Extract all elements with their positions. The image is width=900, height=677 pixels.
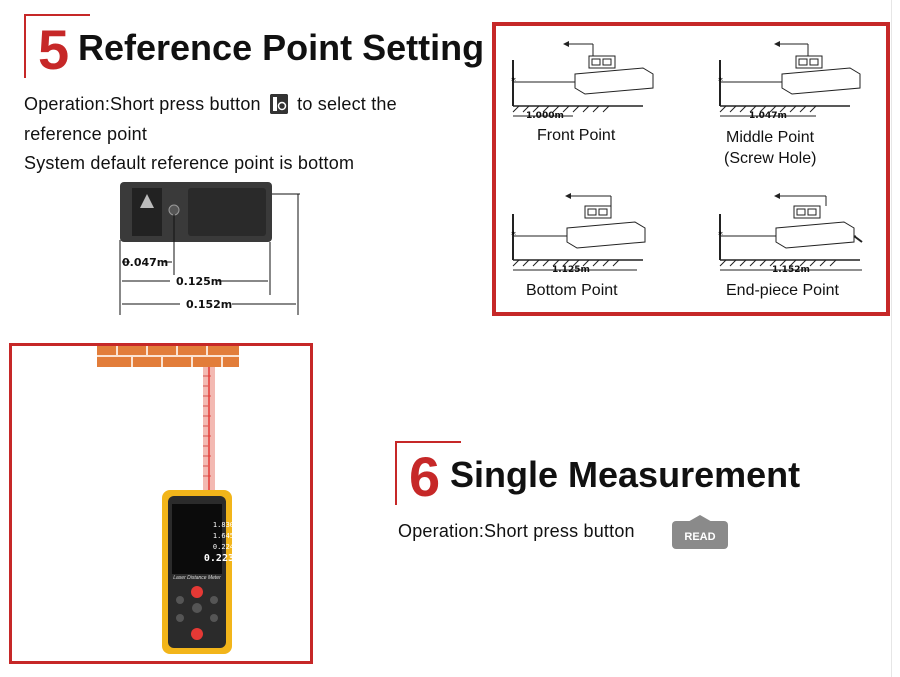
svg-text:*: *: [718, 76, 723, 87]
front-point-diagram: *: [511, 41, 654, 117]
operation-line-2: reference point: [24, 124, 148, 144]
middle-point-diagram: *: [718, 41, 861, 117]
section-5-title: Reference Point Setting: [78, 27, 485, 68]
dim-total: 0.152m: [186, 298, 233, 311]
dim-middle: 0.125m: [176, 275, 223, 288]
endpiece-point-diagram: *: [718, 193, 863, 271]
middle-point-label: Middle Point: [726, 129, 815, 146]
screen-line-4: 0.223: [203, 553, 234, 564]
bottom-point-label: Bottom Point: [526, 282, 618, 299]
page-border: [891, 0, 892, 677]
default-reference-note: System default reference point is bottom: [24, 153, 355, 173]
svg-text:*: *: [511, 76, 516, 87]
device-photo-frame: 1.830 1.645 0.224 0.223 Laser Distance M…: [9, 343, 313, 664]
section-6-number: 6: [409, 445, 441, 508]
section-5-number: 5: [38, 18, 70, 81]
read-button-icon: READ: [672, 515, 728, 549]
device-brand: Laser Distance Meter: [173, 575, 221, 581]
front-dim: 1.000m: [526, 111, 564, 121]
bottom-point-diagram: *: [511, 193, 646, 271]
middle-point-sublabel: (Screw Hole): [724, 150, 817, 167]
middle-dim: 1.047m: [749, 111, 787, 121]
operation-suffix: to select the: [297, 94, 397, 114]
section-6-number-frame: [395, 441, 461, 505]
device-photo: [97, 346, 239, 654]
device-screen-readout: 1.830 1.645 0.224 0.223: [198, 520, 234, 564]
section-5-number-frame: [24, 14, 90, 78]
reference-button-icon: [269, 94, 288, 114]
operation-prefix: Operation:Short press button: [24, 94, 261, 114]
screen-line-1: 1.830: [212, 521, 234, 529]
device-dimension-diagram: [118, 180, 303, 320]
front-point-label: Front Point: [537, 127, 616, 144]
screen-line-2: 1.645: [212, 532, 234, 540]
section-6-title: Single Measurement: [450, 454, 801, 495]
operation-line-1: Operation:Short press button to select t…: [24, 94, 397, 114]
svg-text:*: *: [511, 230, 516, 241]
endpiece-dim: 1.152m: [772, 265, 810, 275]
section-6-operation: Operation:Short press button: [398, 521, 635, 541]
svg-text:*: *: [718, 230, 723, 241]
endpiece-point-label: End-piece Point: [726, 282, 839, 299]
bottom-dim: 1.125m: [552, 265, 590, 275]
dim-front: 0.047m: [122, 256, 169, 269]
screen-line-3: 0.224: [212, 543, 234, 551]
